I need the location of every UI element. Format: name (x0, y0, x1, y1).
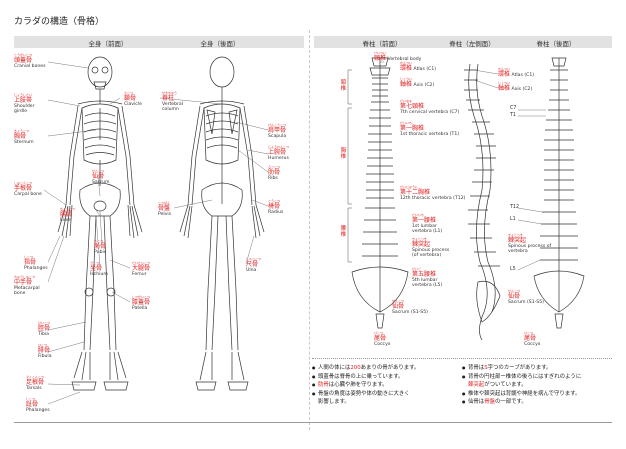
note-item: 背骨はS字つのカーブがあります。 (462, 364, 602, 373)
header-spine-back: 脊柱（後面） (536, 40, 576, 48)
label-vertebral-body: けいつい頸椎 Vertebral body (374, 51, 422, 63)
front-skeleton (57, 56, 143, 391)
level-c7: C7 (510, 106, 517, 111)
page-title: カラダの構造（骨格） (14, 17, 105, 27)
note-item: 背骨の円柱部ー椎体の後ろにはすぎれのように (462, 373, 602, 382)
header-front: 全身（前面） (88, 40, 128, 48)
level-l1: L1 (510, 217, 516, 222)
bracket-cervical: 頸椎 (340, 80, 347, 93)
header-spine-front: 脊柱（前面） (362, 40, 402, 48)
spine-side-figure (464, 63, 501, 341)
label-atlas-front: かんつい環椎 Atlas (C1) (400, 61, 437, 73)
bracket-thoracic: 胸椎 (340, 148, 347, 161)
bracket-lumbar: 腰椎 (340, 226, 347, 239)
footer-rule (14, 422, 612, 423)
note-item: 椎体や棘突起は背髄や神経を病んで守ります。 (462, 390, 602, 399)
level-t1: T1 (510, 113, 516, 118)
level-t12: T12 (510, 205, 520, 210)
notes-separator (312, 358, 612, 359)
back-skeleton (179, 56, 265, 391)
note-item-continued: 棘突起がついています。 (468, 382, 527, 389)
note-item: 頭蓋骨は脊骨の上に乗っています。 (312, 373, 452, 382)
center-divider (309, 30, 310, 430)
spine-back-figure (533, 57, 585, 329)
label-axis: じくつい軸椎 Axis (C2) (498, 81, 533, 93)
label-axis-front: じくつい軸椎 Axis (C2) (400, 77, 435, 89)
notes-right: 背骨はS字つのカーブがあります。 背骨の円柱部ー椎体の後ろにはすぎれのように 棘… (462, 364, 602, 407)
note-item: 肋骨は心臓や肺を守ります。 (312, 381, 452, 390)
note-item: 仙骨は骨盤の一部です。 (462, 398, 602, 407)
label-atlas: かんつい環椎 Atlas (C1) (498, 67, 535, 79)
notes-left: 人間の体には200あまりの骨があります。 頭蓋骨は脊骨の上に乗っています。 肋骨… (312, 364, 452, 407)
note-item: 人間の体には200あまりの骨があります。 (312, 364, 452, 373)
level-l5: L5 (510, 267, 516, 272)
note-item-continued: 影響します。 (318, 399, 350, 406)
header-spine-side: 脊柱（左側面） (449, 40, 495, 48)
header-bar-left (14, 36, 304, 48)
note-item: 骨盤の角度は姿勢や体の動きに大きく (312, 390, 452, 399)
spine-front-figure (351, 57, 409, 329)
header-bar-right (314, 36, 612, 48)
header-back: 全身（後面） (200, 40, 240, 48)
